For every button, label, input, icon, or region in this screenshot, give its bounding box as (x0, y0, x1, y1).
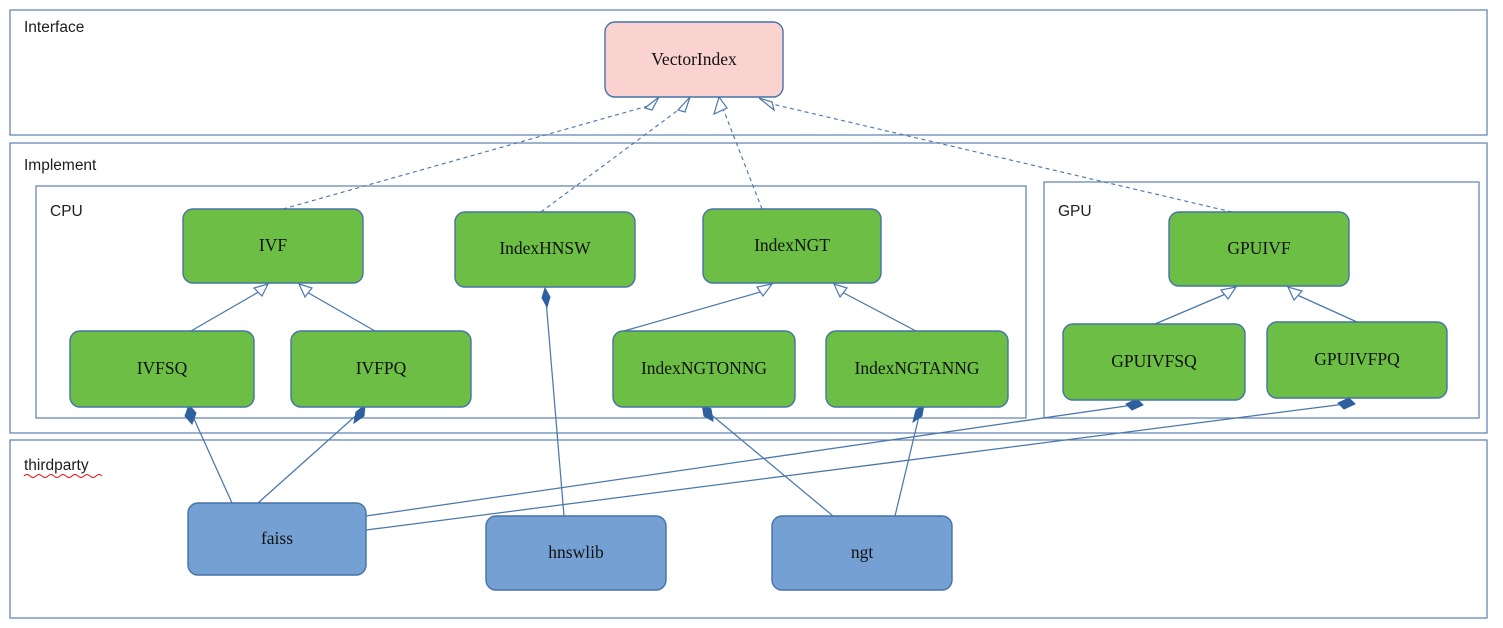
edge-hnswlib-indexhnsw-diamond (541, 286, 551, 309)
edge-faiss-gpuivfsq (365, 404, 1134, 517)
node-indexngtanng-label: IndexNGTANNG (855, 358, 980, 378)
node-faiss[interactable]: faiss (187, 502, 367, 576)
package-thirdparty-label: thirdparty (24, 457, 89, 474)
node-gpuivfsq-rect (1062, 323, 1246, 401)
edge-faiss-gpuivfpq-diamond (1337, 397, 1356, 410)
node-ivfsq[interactable]: IVFSQ (69, 330, 255, 408)
node-ngt-rect (771, 515, 953, 591)
node-vectorindex-rect (604, 21, 784, 98)
node-indexhnsw-rect (454, 211, 636, 288)
edge-gpuivfsq-gpuivf-arrowhead (1219, 286, 1238, 301)
edge-gpuivfpq-gpuivf (1294, 293, 1358, 323)
node-gpuivf-rect (1168, 211, 1350, 287)
edge-ivfpq-ivf-arrowhead (297, 283, 314, 299)
node-indexngtonng-rect (612, 330, 796, 408)
edge-faiss-ivfsq (189, 409, 233, 504)
edge-gpuivf-vectorindex-arrowhead (758, 97, 776, 112)
node-indexngt[interactable]: IndexNGT (702, 208, 882, 284)
edge-gpuivfsq-gpuivf (1154, 292, 1229, 325)
edge-gpuivfpq-gpuivf-arrowhead (1286, 286, 1304, 302)
edge-ngt-indexngtanng-diamond (912, 402, 925, 424)
node-gpuivfpq-label: GPUIVFPQ (1314, 349, 1400, 369)
edge-ivfsq-ivf-arrowhead (252, 283, 270, 298)
node-ivfpq[interactable]: IVFPQ (290, 330, 472, 408)
node-indexngt-rect (702, 208, 882, 284)
node-hnswlib-label: hnswlib (548, 542, 604, 562)
node-ivf-label: IVF (259, 235, 287, 255)
package-gpu-label: GPU (1058, 203, 1092, 220)
package-implement-label: Implement (24, 157, 97, 174)
package-cpu-label: CPU (50, 203, 83, 220)
node-ivfpq-label: IVFPQ (356, 358, 407, 378)
node-ivf-rect (182, 208, 364, 284)
edge-faiss-gpuivfpq (365, 403, 1346, 531)
node-gpuivfsq[interactable]: GPUIVFSQ (1062, 323, 1246, 401)
node-hnswlib-rect (485, 515, 667, 591)
edge-ivfpq-ivf (304, 290, 376, 332)
node-faiss-rect (187, 502, 367, 576)
edge-hnswlib-indexhnsw (545, 299, 565, 517)
edge-ngt-indexngtonng (707, 411, 834, 517)
edge-group-inheritance (190, 283, 1358, 332)
node-indexngtanng-rect (825, 330, 1009, 408)
node-indexhnsw-label: IndexHNSW (499, 238, 591, 258)
edge-indexngt-vectorindex-arrowhead (713, 95, 728, 116)
node-indexngtonng[interactable]: IndexNGTONNG (612, 330, 796, 408)
edge-group-realization (282, 95, 1233, 213)
node-gpuivf-label: GPUIVF (1227, 238, 1290, 258)
edge-indexngtonng-indexngt-arrowhead (756, 283, 774, 298)
node-indexhnsw[interactable]: IndexHNSW (454, 211, 636, 288)
node-vectorindex-label: VectorIndex (651, 49, 737, 69)
node-gpuivf[interactable]: GPUIVF (1168, 211, 1350, 287)
edge-indexngtanng-indexngt-arrowhead (832, 283, 849, 299)
edge-indexngtanng-indexngt (839, 290, 917, 332)
edge-ivf-vectorindex-arrowhead (643, 96, 660, 111)
node-indexngt-label: IndexNGT (754, 235, 830, 255)
node-vectorindex[interactable]: VectorIndex (604, 21, 784, 98)
edge-faiss-ivfpq (257, 410, 362, 504)
node-indexngtonng-label: IndexNGTONNG (641, 358, 767, 378)
edge-group-composition (184, 286, 1356, 531)
node-gpuivfpq-rect (1266, 321, 1448, 399)
node-ngt[interactable]: ngt (771, 515, 953, 591)
edge-ivfsq-ivf (190, 289, 263, 332)
node-ivfpq-rect (290, 330, 472, 408)
node-gpuivfsq-label: GPUIVFSQ (1111, 351, 1197, 371)
node-ivf[interactable]: IVF (182, 208, 364, 284)
edge-faiss-ivfpq-diamond (353, 403, 366, 425)
node-ivfsq-rect (69, 330, 255, 408)
node-indexngtanng[interactable]: IndexNGTANNG (825, 330, 1009, 408)
edge-faiss-gpuivfsq-diamond (1125, 398, 1144, 411)
edge-indexngt-vectorindex (721, 105, 763, 210)
edge-indexhnsw-vectorindex-arrowhead (676, 96, 691, 113)
node-hnswlib[interactable]: hnswlib (485, 515, 667, 591)
spellcheck-squiggle-icon (23, 473, 103, 479)
edge-ngt-indexngtanng (894, 411, 921, 517)
node-ivfsq-label: IVFSQ (137, 358, 188, 378)
node-faiss-label: faiss (261, 528, 293, 548)
node-gpuivfpq[interactable]: GPUIVFPQ (1266, 321, 1448, 399)
package-interface-label: Interface (24, 19, 84, 36)
edge-gpuivf-vectorindex (771, 103, 1233, 213)
edge-indexngtonng-indexngt (623, 290, 765, 332)
edge-faiss-ivfsq-diamond (184, 404, 197, 425)
node-ngt-label: ngt (851, 542, 874, 562)
